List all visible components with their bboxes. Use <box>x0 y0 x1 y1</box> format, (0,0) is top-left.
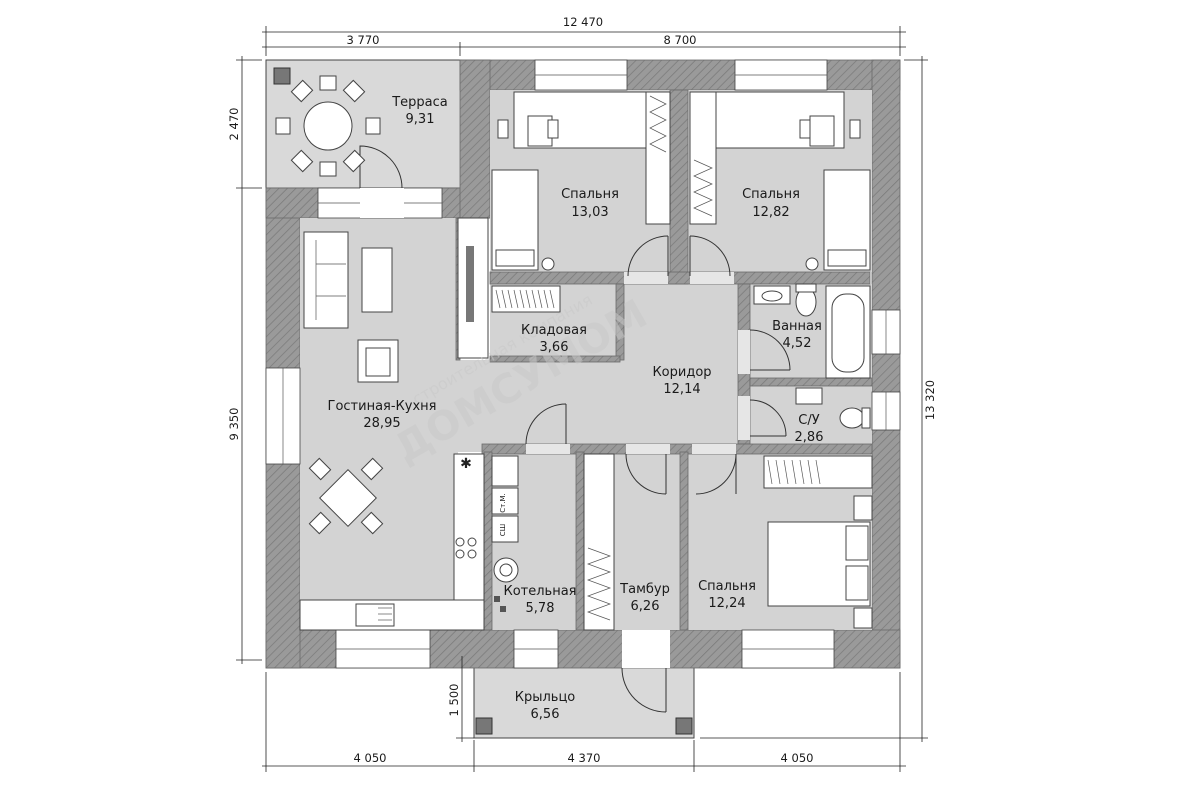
boiler-room-fixtures <box>491 455 519 612</box>
dim-bottom-left: 4 050 <box>354 751 387 765</box>
porch-floor <box>473 659 695 739</box>
corridor-area: 12,14 <box>663 382 700 397</box>
porch-name: Крыльцо <box>515 690 576 705</box>
bedroom3-furniture <box>763 455 873 629</box>
bedroom2-furniture <box>689 91 871 271</box>
windows <box>265 59 901 669</box>
vestibule-area: 6,26 <box>631 599 660 614</box>
bedroom1-area: 13,03 <box>571 205 608 220</box>
storage-shelves <box>491 285 561 313</box>
dryer-label: СШ <box>499 524 507 536</box>
dim-right-total: 13 320 <box>923 380 937 420</box>
dim-bottom-mid: 4 370 <box>568 751 601 765</box>
living-area: 28,95 <box>363 416 400 431</box>
boiler-area: 5,78 <box>526 601 555 616</box>
bedroom2-name: Спальня <box>742 187 800 202</box>
bathroom-area: 4,52 <box>783 336 812 351</box>
living-name: Гостиная-Кухня <box>328 399 437 414</box>
bedroom3-name: Спальня <box>698 579 756 594</box>
snowflake-icon: ✱ <box>460 456 472 472</box>
bedroom1-furniture <box>491 91 671 271</box>
storage-name: Кладовая <box>521 323 587 338</box>
bathroom-name: Ванная <box>772 319 822 334</box>
storage-area: 3,66 <box>540 340 569 355</box>
dim-left-top: 2 470 <box>227 108 241 141</box>
dimension-lines <box>236 26 928 772</box>
dim-left-porch: 1 500 <box>447 684 461 717</box>
washer-label: Ст.М. <box>499 493 507 512</box>
terrace-area: 9,31 <box>406 112 435 127</box>
living-kitchen-furniture: ✱ <box>299 217 489 631</box>
corridor-name: Коридор <box>652 365 711 380</box>
dim-left-main: 9 350 <box>227 408 241 441</box>
bedroom2-area: 12,82 <box>752 205 789 220</box>
boiler-name: Котельная <box>503 584 576 599</box>
bathroom-fixtures <box>753 283 871 379</box>
dimension-labels: 12 470 3 770 8 700 4 050 4 370 4 050 2 4… <box>227 15 937 765</box>
terrace-name: Терраса <box>391 95 448 110</box>
vestibule-wardrobe <box>583 453 615 631</box>
vestibule-name: Тамбур <box>619 582 670 597</box>
porch-post-right <box>675 717 693 735</box>
wc-name: С/У <box>798 413 819 428</box>
dim-top-total: 12 470 <box>563 15 603 29</box>
bedroom1-name: Спальня <box>561 187 619 202</box>
dim-top-left: 3 770 <box>347 33 380 47</box>
wc-area: 2,86 <box>795 430 824 445</box>
room-labels: Терраса 9,31 Спальня 13,03 Спальня 12,82… <box>328 95 824 722</box>
dim-top-right: 8 700 <box>664 33 697 47</box>
doors <box>359 145 791 713</box>
porch-post-left <box>475 717 493 735</box>
wc-fixtures <box>795 387 871 429</box>
terrace-dining-set <box>273 67 381 177</box>
dim-bottom-right: 4 050 <box>781 751 814 765</box>
bedroom3-area: 12,24 <box>708 596 745 611</box>
porch-area: 6,56 <box>531 707 560 722</box>
